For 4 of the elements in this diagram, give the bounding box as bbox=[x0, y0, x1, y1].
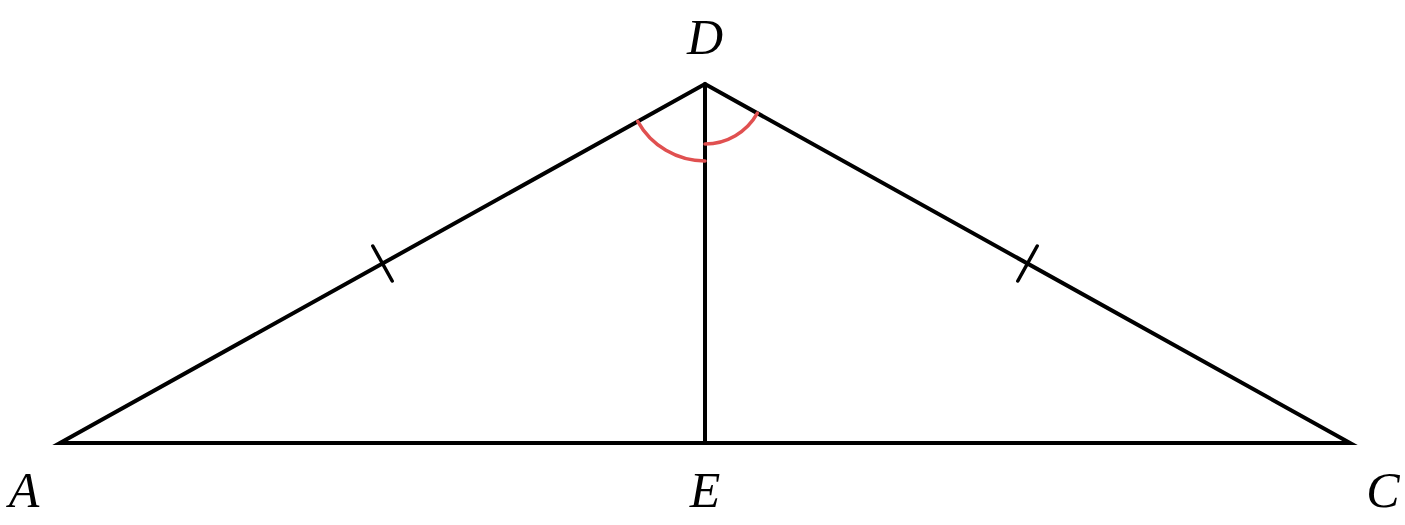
point-label: C bbox=[1366, 465, 1400, 515]
point-label: D bbox=[686, 12, 724, 62]
point-label: E bbox=[689, 465, 721, 515]
point-label: A bbox=[8, 465, 40, 515]
